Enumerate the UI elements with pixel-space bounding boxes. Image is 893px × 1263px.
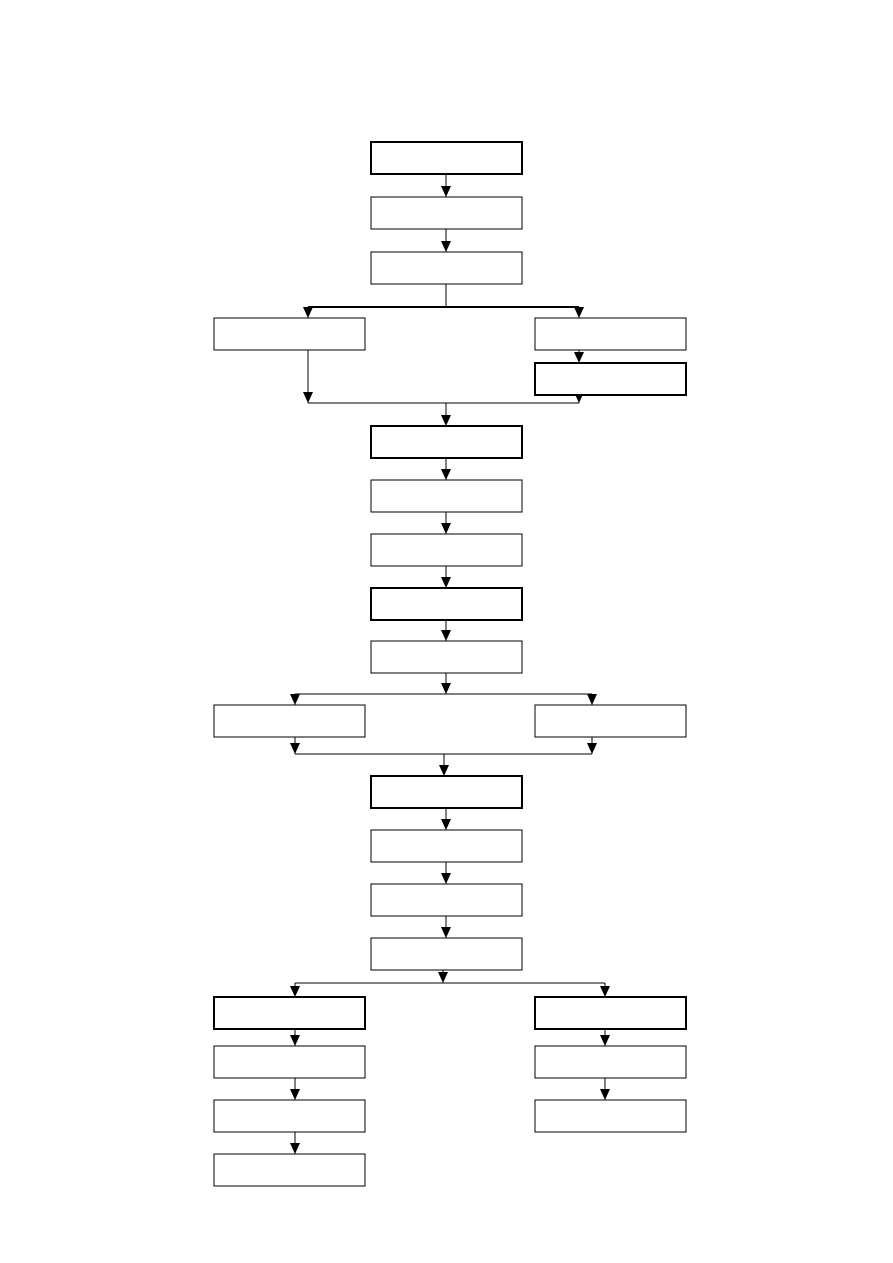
box-frame [213, 317, 366, 351]
box-frame [370, 251, 523, 285]
flowchart-box-n13 [370, 829, 523, 863]
arrowhead [600, 986, 610, 997]
box-frame [213, 1099, 366, 1133]
arrowhead [303, 307, 313, 318]
flowchart-box-n12 [370, 775, 523, 809]
flowchart-box-n16R [534, 996, 687, 1030]
arrowhead [441, 415, 451, 426]
flowchart-box-n17L [213, 1045, 366, 1079]
arrowhead [441, 186, 451, 197]
box-frame [534, 996, 687, 1030]
box-frame [534, 317, 687, 351]
box-frame [370, 479, 523, 513]
flowchart-box-n11L [213, 704, 366, 738]
flowchart-box-n7 [370, 479, 523, 513]
flowchart-box-n6 [370, 425, 523, 459]
box-frame [213, 996, 366, 1030]
flowchart-box-n17R [534, 1045, 687, 1079]
arrowhead [290, 694, 300, 705]
box-frame [370, 587, 523, 621]
arrowhead [574, 307, 584, 318]
arrowhead [587, 743, 597, 754]
flowchart-box-n5R [534, 362, 687, 396]
arrowhead [441, 683, 451, 694]
arrowhead [441, 873, 451, 884]
arrowhead [439, 765, 449, 776]
flowchart-box-n11R [534, 704, 687, 738]
box-frame [370, 425, 523, 459]
arrowhead [441, 469, 451, 480]
flowchart-box-n18L [213, 1099, 366, 1133]
box-frame [370, 196, 523, 230]
arrowhead [441, 577, 451, 588]
box-frame [370, 533, 523, 567]
box-frame [213, 1153, 366, 1187]
arrowhead [587, 694, 597, 705]
arrowhead [290, 1035, 300, 1046]
flowchart-box-n15 [370, 937, 523, 971]
box-frame [213, 1045, 366, 1079]
box-frame [370, 141, 523, 175]
arrowhead [303, 392, 313, 403]
arrowhead [290, 986, 300, 997]
box-frame [370, 775, 523, 809]
arrowhead [290, 1089, 300, 1100]
arrowhead [441, 241, 451, 252]
box-frame [370, 829, 523, 863]
box-frame [213, 704, 366, 738]
box-frame [534, 1045, 687, 1079]
box-frame [534, 362, 687, 396]
box-frame [534, 1099, 687, 1133]
arrowhead [441, 927, 451, 938]
flowchart-box-n9 [370, 587, 523, 621]
flowchart-box-n16L [213, 996, 366, 1030]
arrowhead [574, 352, 584, 363]
flowchart-box-n14 [370, 883, 523, 917]
flowchart-nodes [213, 141, 687, 1187]
flowchart-box-n18R [534, 1099, 687, 1133]
box-frame [370, 937, 523, 971]
arrowhead [600, 1035, 610, 1046]
flowchart-box-n4L [213, 317, 366, 351]
arrowhead [600, 1089, 610, 1100]
arrowhead [438, 972, 448, 983]
flowchart-box-n2 [370, 196, 523, 230]
flowchart-box-n8 [370, 533, 523, 567]
flowchart-box-n1 [370, 141, 523, 175]
flowchart-box-n19L [213, 1153, 366, 1187]
arrowhead [441, 819, 451, 830]
arrowhead [290, 743, 300, 754]
box-frame [370, 883, 523, 917]
flowchart-box-n3 [370, 251, 523, 285]
flowchart-box-n10 [370, 640, 523, 674]
connectors [290, 175, 610, 1154]
arrowhead [441, 630, 451, 641]
flowchart-box-n4R [534, 317, 687, 351]
box-frame [534, 704, 687, 738]
arrowhead [441, 523, 451, 534]
arrowhead [290, 1143, 300, 1154]
box-frame [370, 640, 523, 674]
